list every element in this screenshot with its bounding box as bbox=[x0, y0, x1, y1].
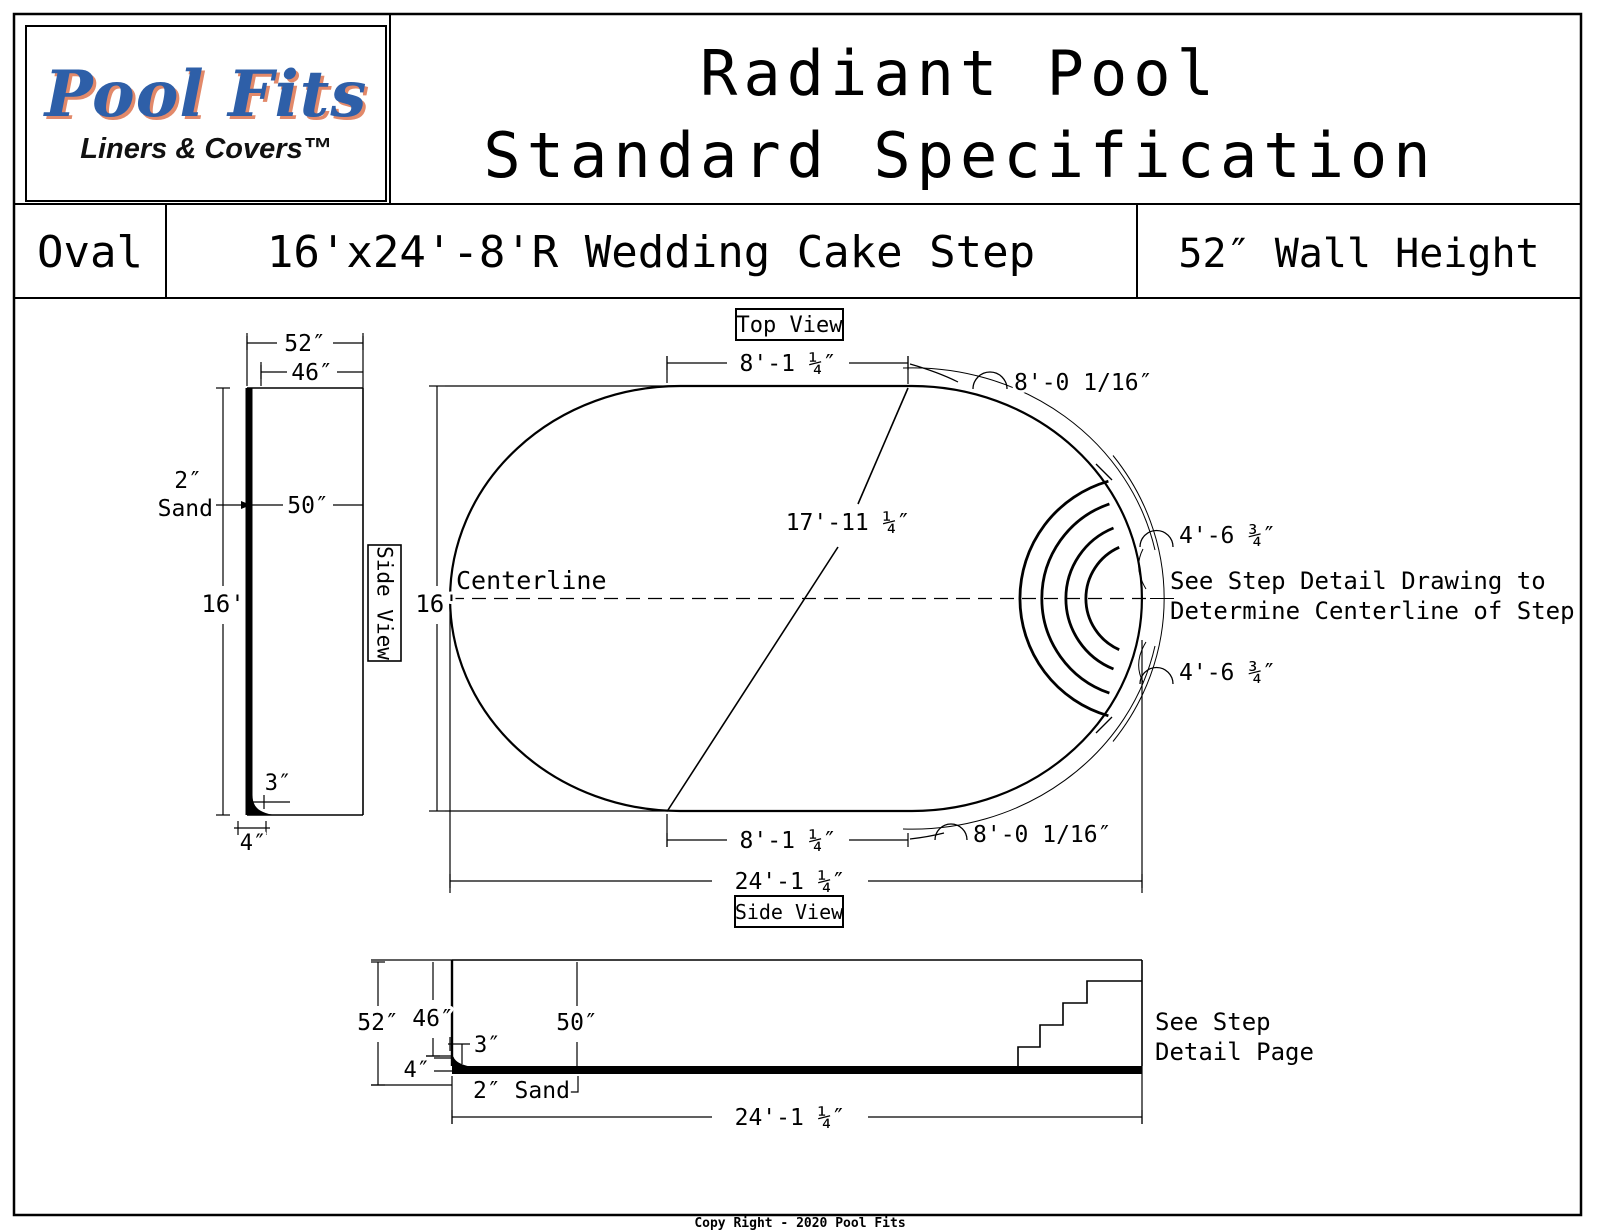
copyright-text: Copy Right - 2020 Pool Fits bbox=[694, 1216, 905, 1231]
step-half-glyph-bottom bbox=[1139, 666, 1174, 685]
logo-tagline: Liners & Covers™ bbox=[80, 132, 332, 165]
top-view-width-dim-lines bbox=[429, 385, 680, 812]
radius-arc-top bbox=[902, 367, 1156, 551]
dim-50-bottom: 50″ bbox=[556, 1010, 598, 1036]
side-view-left: 52″ 46″ 50″ 2″ Sand 16' 3″ 4″ Side View bbox=[155, 328, 402, 859]
length-dim-lines bbox=[449, 604, 1143, 893]
dim-3in-left: 3″ bbox=[265, 771, 292, 796]
sand-floor-band bbox=[452, 1066, 1142, 1074]
side-view-bottom-label: Side View bbox=[735, 900, 844, 924]
radius-glyph-bottom bbox=[934, 823, 968, 841]
dim-46-left: 46″ bbox=[291, 360, 333, 386]
logo-box: Pool Fits Liners & Covers™ bbox=[25, 25, 387, 202]
spec-wall-height: 52″ Wall Height bbox=[1178, 231, 1539, 277]
sand-label-line1: 2″ bbox=[174, 468, 202, 494]
step-note-line2: Determine Centerline of Step bbox=[1170, 597, 1575, 625]
diagonal-line bbox=[667, 387, 909, 811]
dim-4in-bottom: 4″ bbox=[404, 1058, 431, 1083]
dim-46-bottom: 46″ bbox=[412, 1006, 454, 1032]
top-straight-dim-label: 8'-1 ¼″ bbox=[740, 351, 837, 377]
dim-16ft-left: 16' bbox=[201, 590, 244, 618]
bottom-straight-dim-label: 8'-1 ¼″ bbox=[740, 828, 837, 854]
step-half-leader-bottom bbox=[1138, 641, 1147, 683]
dim-4in-left: 4″ bbox=[240, 831, 267, 856]
spec-shape: Oval bbox=[37, 227, 143, 278]
side-view-left-label-box bbox=[367, 544, 402, 662]
radius-label-bottom: 8'-0 1/16″ bbox=[973, 822, 1111, 848]
floor-corner-radius bbox=[452, 1050, 476, 1068]
radius-glyph-top bbox=[972, 371, 1008, 390]
spec-model: 16'x24'-8'R Wedding Cake Step bbox=[267, 227, 1035, 278]
top-view-label-box bbox=[735, 308, 844, 341]
step-half-label-top: 4'-6 ¾″ bbox=[1179, 523, 1276, 549]
bottom-straight-dim-lines bbox=[666, 814, 945, 847]
step-detail-note-line1: See Step bbox=[1155, 1008, 1271, 1036]
radius-arc-bottom bbox=[902, 645, 1156, 830]
title-line1: Radiant Pool bbox=[700, 37, 1220, 110]
step-detail-note-line2: Detail Page bbox=[1155, 1038, 1314, 1066]
step-profile bbox=[1017, 980, 1142, 1066]
dim-50-left: 50″ bbox=[287, 493, 329, 519]
side-view-left-outline bbox=[245, 387, 364, 816]
top-view-width-label: 16' bbox=[415, 590, 458, 618]
top-view: Top View Centerline 16' 8'-1 ¼″ bbox=[412, 308, 1575, 898]
side-view-bottom-dim-lines bbox=[371, 959, 1143, 1124]
radius-label-top: 8'-0 1/16″ bbox=[1014, 370, 1152, 396]
sheet-frame bbox=[12, 12, 1583, 1217]
side-view-left-label: Side View bbox=[373, 546, 397, 660]
wall-foot-radius bbox=[245, 795, 272, 815]
logo-brand: Pool Fits bbox=[44, 57, 368, 133]
sand-leader-arrow bbox=[241, 501, 251, 509]
side-view-bottom-outline bbox=[450, 959, 1143, 1066]
diagonal-dim-label: 17'-11 ¼″ bbox=[786, 510, 911, 536]
length-dim-bottom: 24'-1 ¼″ bbox=[735, 1105, 846, 1131]
top-straight-dim-lines bbox=[666, 356, 959, 384]
side-view-left-dim-lines bbox=[216, 333, 364, 835]
step-half-leader-top bbox=[1138, 548, 1147, 590]
step-span-arc bbox=[1112, 455, 1165, 742]
side-view-bottom: Side View bbox=[354, 895, 1314, 1134]
dim-3in-bottom: 3″ bbox=[474, 1033, 501, 1058]
centerline-label: Centerline bbox=[456, 566, 607, 595]
step-edge-ticks bbox=[1095, 463, 1113, 734]
dim-52-bottom: 52″ bbox=[357, 1010, 399, 1036]
page-border bbox=[12, 12, 1583, 1217]
dim-52-left: 52″ bbox=[284, 331, 326, 357]
step-note-line1: See Step Detail Drawing to bbox=[1170, 567, 1546, 595]
top-view-label: Top View bbox=[737, 313, 844, 338]
sand-label-bottom: 2″ Sand bbox=[473, 1078, 570, 1104]
sand-label-line2: Sand bbox=[158, 496, 213, 522]
length-dim-label: 24'-1 ¼″ bbox=[735, 869, 846, 895]
pool-oval-outline bbox=[448, 384, 1144, 813]
step-half-label-bottom: 4'-6 ¾″ bbox=[1179, 660, 1276, 686]
title-line2: Standard Specification bbox=[483, 119, 1436, 192]
step-half-glyph-top bbox=[1139, 529, 1174, 548]
step-arcs bbox=[1018, 479, 1120, 718]
side-view-bottom-label-box bbox=[734, 895, 844, 928]
